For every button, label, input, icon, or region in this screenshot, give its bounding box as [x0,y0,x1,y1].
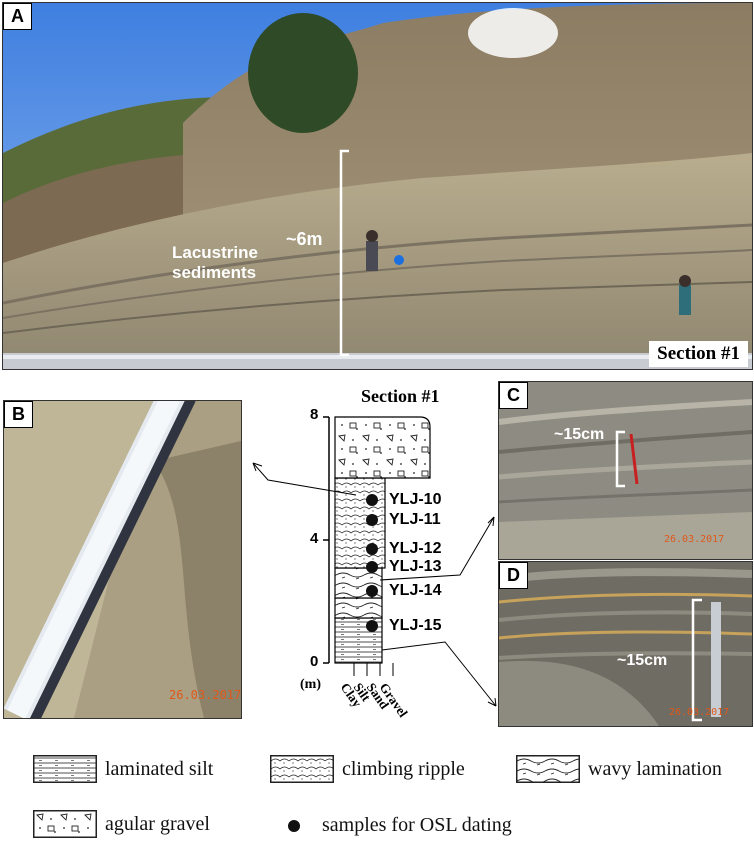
scale-pen-d [711,602,721,717]
legend-label-wavy-lamination: wavy lamination [588,757,722,780]
sample-dot-ylj-12 [366,543,378,555]
sample-label-ylj-13: YLJ-13 [389,558,442,575]
legend-label-climbing-ripple: climbing ripple [342,757,465,780]
laminated-silt-photo [499,382,752,559]
legend-angular-gravel: agular gravel [33,810,210,838]
angular-gravel-swatch [33,810,97,838]
legend-label-angular-gravel: agular gravel [105,812,210,835]
panel-a-photo: A Lacustrine sediments ~6m Section #1 [2,2,753,370]
outcrop-photo [3,3,752,369]
legend-label-osl-samples: samples for OSL dating [322,814,512,836]
date-stamp-d: 26.03.2017 [669,707,730,718]
scale-bar-c [615,430,625,488]
sample-dot-ylj-10 [366,494,378,506]
legend-laminated-silt: laminated silt [33,755,213,783]
sample-label-ylj-12: YLJ-12 [389,540,442,557]
wavy-lamination-photo [499,562,752,726]
height-label: ~6m [286,229,323,249]
sample-dot-ylj-13 [366,561,378,573]
scale-label-c: ~15cm [554,426,605,443]
section-label-a: Section #1 [649,341,748,367]
panel-d-photo: D ~15cm 26.03.2017 [498,561,753,727]
panel-label-d: D [499,562,528,589]
panel-c-photo: C ~15cm 26.03.2017 [498,381,753,560]
panel-label-c: C [499,382,528,409]
osl-sample-dot-icon [288,819,300,832]
panel-label-b: B [4,401,33,428]
layer-wavy-lamination-lower [334,597,383,619]
column-title: Section #1 [361,386,440,406]
tree [248,13,358,133]
legend-wavy-lamination: wavy lamination [516,755,722,783]
lacustrine-label-line-1: Lacustrine [172,243,258,262]
legend-climbing-ripple: climbing ripple [270,755,465,783]
sample-label-ylj-10: YLJ-10 [389,491,442,508]
sample-label-ylj-11: YLJ-11 [389,511,441,528]
panel-label-a: A [3,3,32,30]
panel-b-photo: B 26.03.2017 [3,400,242,719]
sample-label-ylj-15: YLJ-15 [389,617,442,634]
scale-bar-d [691,598,702,722]
scale-label-d: ~15cm [617,652,668,669]
tape-measure [4,401,196,718]
legend-label-laminated-silt: laminated silt [105,757,214,780]
wavy-lamination-swatch [516,755,580,783]
y-tick-8: 8 [310,406,319,423]
y-tick-4: 4 [310,530,319,547]
height-scale-bar [339,149,349,357]
sample-dot-ylj-11 [366,514,378,526]
y-tick-0: 0 [310,653,319,670]
date-stamp-b: 26.03.2017 [169,688,242,702]
climbing-ripple-swatch [270,755,334,783]
layer-climbing-ripple [334,477,386,569]
person-2 [679,285,691,315]
connector-b [252,462,357,496]
laminated-silt-swatch [33,755,97,783]
layer-laminated-silt [334,617,383,664]
y-axis-unit: (m) [300,677,321,692]
tape-measure-photo [4,401,241,718]
legend-osl-samples: samples for OSL dating [288,814,512,837]
lacustrine-label-line-2: sediments [172,263,257,282]
person-1 [366,241,378,271]
date-stamp-c: 26.03.2017 [664,534,725,545]
sample-label-ylj-14: YLJ-14 [389,582,442,599]
sample-dot-ylj-14 [366,585,378,597]
layer-wavy-lamination-upper [334,567,383,599]
red-scale-pen [629,433,639,485]
layer-angular-gravel [334,416,431,479]
sample-dot-ylj-15 [366,620,378,632]
